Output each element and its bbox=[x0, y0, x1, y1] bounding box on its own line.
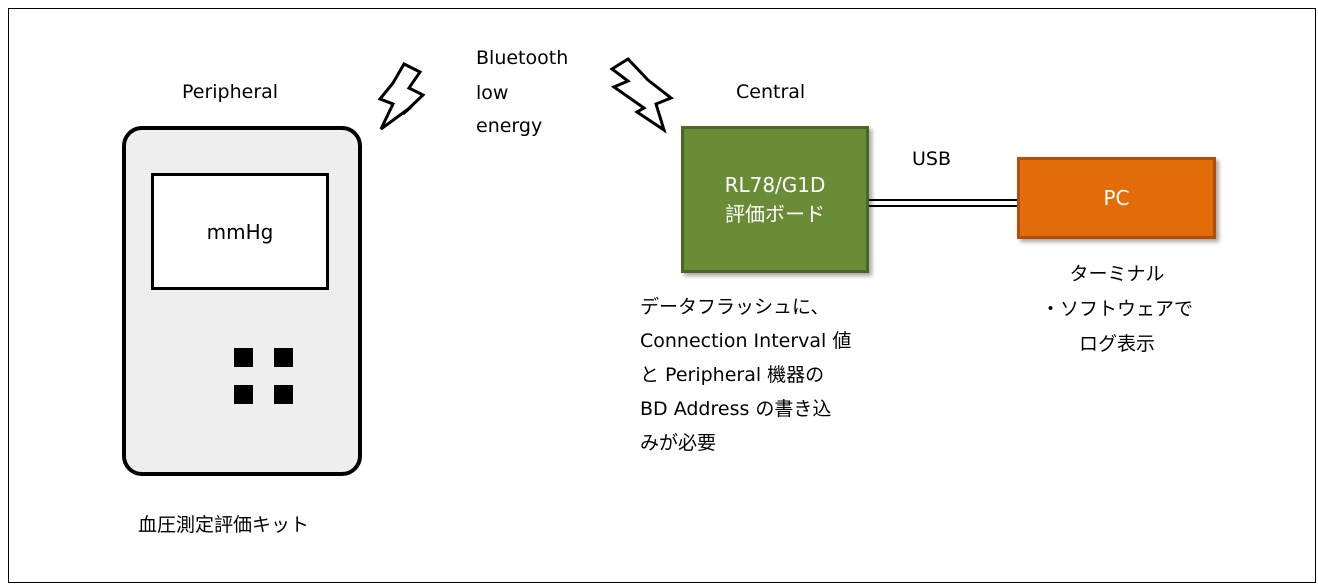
central-note-line: みが必要 bbox=[640, 432, 717, 454]
central-heading: Central bbox=[736, 81, 806, 103]
lightning-bolt-icon bbox=[377, 62, 426, 131]
pc-caption-line: ターミナル bbox=[1069, 263, 1165, 285]
device-button bbox=[234, 348, 253, 367]
pc-label: PC bbox=[1103, 186, 1130, 210]
bluetooth-label-line: low bbox=[476, 82, 509, 104]
device-screen: mmHg bbox=[151, 173, 329, 290]
pc-caption-line: ログ表示 bbox=[1078, 333, 1155, 355]
central-note: データフラッシュに、 Connection Interval 値 と Perip… bbox=[640, 290, 851, 460]
usb-label: USB bbox=[912, 148, 952, 170]
pc-box: PC bbox=[1017, 157, 1216, 239]
peripheral-caption: 血圧測定評価キット bbox=[138, 514, 310, 536]
peripheral-heading: Peripheral bbox=[182, 81, 279, 103]
board-label-line: 評価ボード bbox=[725, 201, 825, 226]
rl78-evaluation-board: RL78/G1D 評価ボード bbox=[681, 126, 869, 273]
central-note-line: と Peripheral 機器の bbox=[640, 364, 825, 386]
lightning-bolt-icon bbox=[609, 57, 674, 134]
central-note-line: データフラッシュに、 bbox=[640, 296, 830, 318]
device-button bbox=[234, 385, 253, 404]
pc-caption: ターミナル ・ソフトウェアで ログ表示 bbox=[1022, 257, 1212, 362]
device-button bbox=[274, 348, 293, 367]
device-button bbox=[274, 385, 293, 404]
central-note-line: Connection Interval 値 bbox=[640, 330, 852, 352]
board-label-line: RL78/G1D bbox=[724, 172, 826, 197]
central-note-line: BD Address の書き込 bbox=[640, 398, 832, 420]
bluetooth-label-line: Bluetooth bbox=[476, 47, 569, 69]
pc-caption-line: ・ソフトウェアで bbox=[1040, 298, 1193, 320]
screen-unit-label: mmHg bbox=[206, 219, 274, 244]
bluetooth-label-line: energy bbox=[476, 115, 543, 137]
